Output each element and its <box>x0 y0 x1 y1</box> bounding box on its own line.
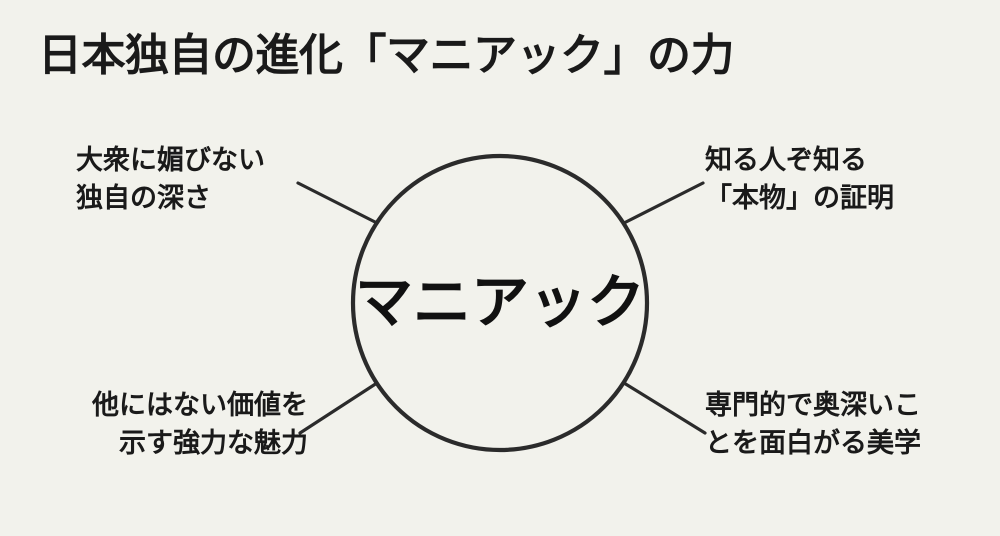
node-label-top-left-line2: 独自の深さ <box>76 183 211 213</box>
node-label-top-right-line1: 知る人ぞ知る <box>705 145 867 175</box>
node-label-top-left: 大衆に媚びない 独自の深さ <box>76 141 265 217</box>
connector-line-bottom-left <box>298 381 379 435</box>
node-label-top-right: 知る人ぞ知る 「本物」の証明 <box>705 141 894 217</box>
connector-line-top-left <box>296 181 379 225</box>
node-label-bottom-left-line2: 示す強力な魅力 <box>119 428 308 458</box>
connector-line-bottom-right <box>622 381 707 435</box>
node-label-bottom-right-line2: とを面白がる美学 <box>705 428 921 458</box>
node-label-top-right-line2: 「本物」の証明 <box>705 183 894 213</box>
node-label-top-left-line1: 大衆に媚びない <box>76 145 265 175</box>
node-label-bottom-right-line1: 専門的で奥深いこ <box>705 390 921 420</box>
center-circle <box>350 153 650 453</box>
node-label-bottom-left: 他にはない価値を 示す強力な魅力 <box>56 386 308 462</box>
connector-line-top-right <box>622 181 705 225</box>
node-label-bottom-right: 専門的で奥深いこ とを面白がる美学 <box>705 386 921 462</box>
node-label-bottom-left-line1: 他にはない価値を <box>92 390 308 420</box>
page-title: 日本独自の進化「マニアック」の力 <box>38 31 735 80</box>
